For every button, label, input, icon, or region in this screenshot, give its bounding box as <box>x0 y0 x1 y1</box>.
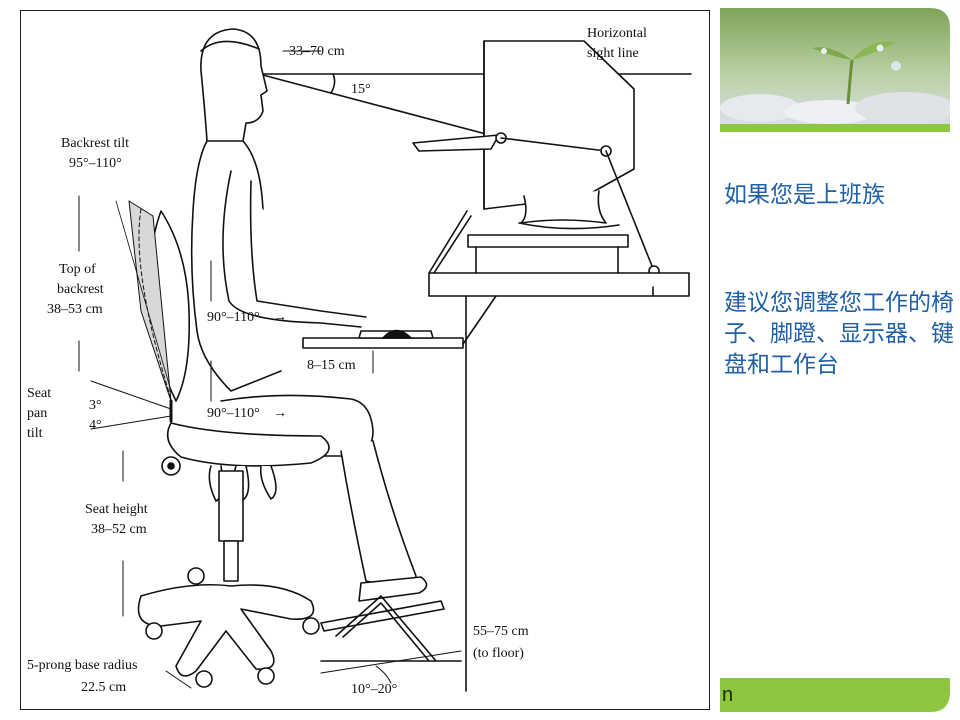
seat-pan-tilt-label: Seat <box>27 386 51 401</box>
backrest-tilt-label: Backrest tilt <box>61 136 129 151</box>
lower-leg <box>340 440 417 592</box>
top-of-backrest-label: 38–53 cm <box>47 302 103 317</box>
footer-bar <box>720 678 950 712</box>
seat-tilt-line-2 <box>90 415 172 430</box>
accent-bar <box>720 124 950 132</box>
footrest-top <box>320 600 445 632</box>
sight-angle-label: 15° <box>351 82 371 97</box>
top-of-backrest-label: Top of <box>59 262 96 277</box>
keyboard-gap-label: 8–15 cm <box>307 358 356 373</box>
top-of-backrest-label: backrest <box>57 282 104 297</box>
seat-height-label: 38–52 cm <box>91 522 147 537</box>
ergonomic-illustration: 33–70 cm Horizontal sight line 15° Backr… <box>27 26 692 697</box>
caster <box>257 667 275 685</box>
desk-height-label: (to floor) <box>473 646 524 661</box>
sight-line-label: Horizontal <box>587 26 647 41</box>
ergonomic-diagram: 33–70 cm Horizontal sight line 15° Backr… <box>20 10 710 710</box>
arm-angle-arrow: → <box>273 310 287 325</box>
viewing-line <box>258 73 502 139</box>
monitor-riser <box>467 234 629 248</box>
side-heading: 如果您是上班族 <box>724 182 885 208</box>
distance-label: 33–70 cm <box>289 44 345 59</box>
knee-angle-arrow: → <box>273 406 287 421</box>
side-advice-text: 建议您调整您工作的椅子、脚蹬、显示器、键盘和工作台 <box>724 290 954 378</box>
sight-line-label: sight line <box>587 46 639 61</box>
head <box>200 28 268 142</box>
base-radius-label: 5-prong base radius <box>27 658 137 673</box>
seat-pan-tilt-label: pan <box>27 406 47 421</box>
footrest-angle-label: 10°–20° <box>351 682 397 697</box>
document-holder <box>412 134 500 152</box>
tilt-3-label: 3° <box>89 398 102 413</box>
base-radius-label: 22.5 cm <box>81 680 126 695</box>
caster <box>187 567 205 585</box>
arm-angle-label: 90°–110° <box>207 310 260 325</box>
monitor <box>483 40 635 210</box>
gas-column <box>218 470 244 542</box>
knee-angle-label: 90°–110° <box>207 406 260 421</box>
footer-text: n <box>722 684 734 706</box>
backrest-tilt-label: 95°–110° <box>69 156 122 171</box>
arm <box>222 170 362 328</box>
sprout-photo <box>720 8 955 124</box>
tray-support <box>460 295 497 348</box>
seat-pan-tilt-label: tilt <box>27 426 43 441</box>
seat <box>166 422 330 467</box>
keyboard-tray <box>302 337 464 349</box>
caster <box>145 622 163 640</box>
mouse <box>382 329 412 339</box>
desk-top <box>428 272 690 297</box>
seat-height-label: Seat height <box>85 502 148 517</box>
tilt-4-label: 4° <box>89 418 102 433</box>
chair-base <box>137 584 315 677</box>
seat-tilt-line-1 <box>90 380 172 410</box>
monitor-stand <box>520 190 607 224</box>
sight-angle-arc <box>330 73 336 94</box>
caster <box>302 617 320 635</box>
desk-height-label: 55–75 cm <box>473 624 529 639</box>
caster <box>195 670 213 688</box>
foot <box>358 576 428 602</box>
